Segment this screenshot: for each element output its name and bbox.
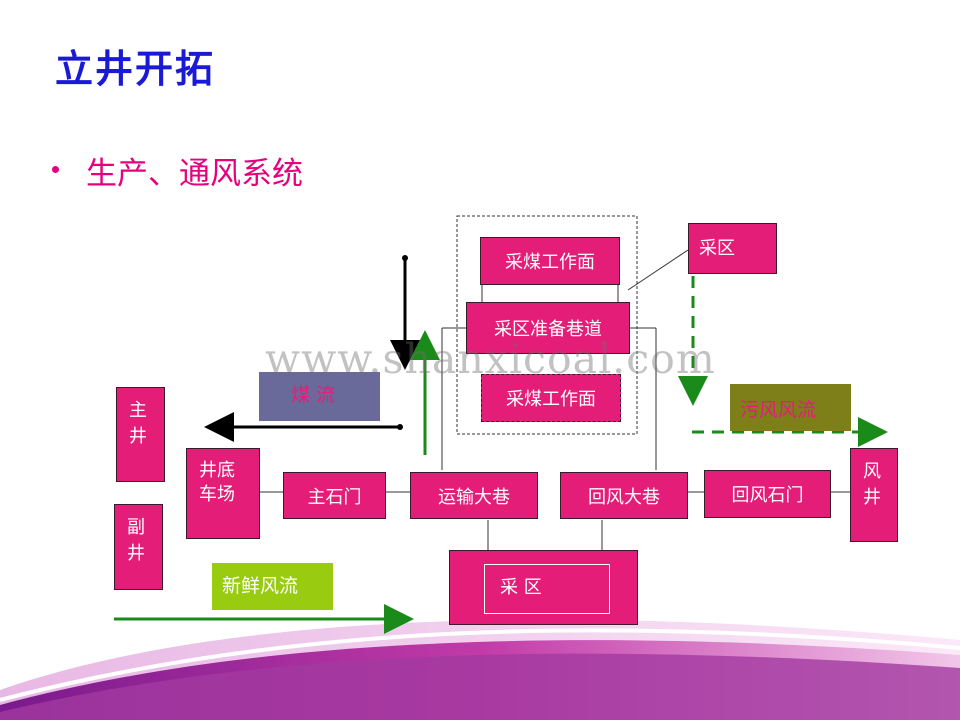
fresh-air-legend-label: 新鲜风流 (222, 575, 299, 597)
coal-flow-legend: 煤 流 (259, 372, 380, 421)
return-crosscut-label: 回风石门 (731, 485, 804, 506)
haulage-roadway-label: 运输大巷 (438, 486, 510, 508)
district-prep-roadway-box: 采区准备巷道 (466, 302, 630, 354)
shaft-bottom-yard-label: 井底 车场 (199, 460, 235, 505)
main-shaft-box: 主井 (116, 387, 165, 482)
fresh-air-legend: 新鲜风流 (212, 563, 333, 610)
haulage-roadway-box: 运输大巷 (410, 472, 538, 519)
main-crosscut-label: 主石门 (307, 486, 362, 508)
district-callout-label: 采区 (699, 238, 735, 259)
aux-shaft-label: 副井 (127, 517, 145, 564)
mining-district-inner-frame (484, 564, 610, 614)
callout-line (627, 249, 689, 291)
ventilation-shaft-box: 风井 (850, 448, 898, 542)
foul-air-legend-label: 污风风流 (740, 399, 817, 421)
ventilation-shaft-label: 风井 (863, 461, 881, 508)
return-roadway-box: 回风大巷 (560, 472, 688, 519)
working-face-top-box: 采煤工作面 (480, 237, 620, 285)
working-face-top-label: 采煤工作面 (505, 252, 595, 273)
working-face-bottom-label: 采煤工作面 (506, 389, 596, 410)
mining-district-box: 采 区 (449, 550, 638, 625)
slide-title: 立井开拓 (55, 47, 216, 91)
working-face-bottom-box: 采煤工作面 (481, 374, 621, 422)
mining-district-label: 采 区 (500, 577, 542, 598)
bullet-text: 生产、通风系统 (86, 156, 303, 192)
return-roadway-label: 回风大巷 (588, 486, 660, 508)
working-area-outline (456, 215, 638, 435)
return-crosscut-box: 回风石门 (704, 470, 831, 518)
district-prep-roadway-label: 采区准备巷道 (494, 319, 602, 340)
main-shaft-label: 主井 (129, 400, 147, 447)
district-callout-box: 采区 (688, 223, 777, 274)
bullet-dot-icon (52, 166, 59, 173)
main-crosscut-box: 主石门 (283, 472, 386, 519)
shaft-bottom-yard-box: 井底 车场 (186, 448, 260, 539)
foul-air-legend: 污风风流 (730, 384, 851, 431)
watermark-text: www.shanxicoal.com (265, 335, 716, 383)
aux-shaft-box: 副井 (114, 504, 163, 590)
coal-flow-legend-label: 煤 流 (291, 384, 336, 406)
